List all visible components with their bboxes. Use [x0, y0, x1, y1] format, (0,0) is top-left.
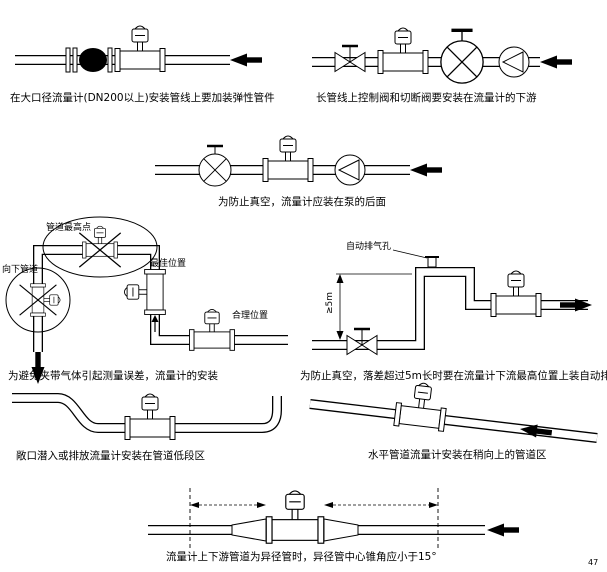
- fig2-caption: 长管线上控制阀和切断阀要安装在流量计的下游: [316, 92, 537, 104]
- fig4-caption: 为避免夹带气体引起测量误差，流量计的安装: [8, 370, 218, 382]
- reducer-right: [323, 518, 359, 542]
- pump-icon: [498, 46, 530, 78]
- flowmeter-icon: [265, 490, 325, 544]
- best-position-label: 最佳位置: [150, 259, 187, 269]
- fig8-art: [148, 488, 519, 548]
- fig1-art: [15, 25, 262, 73]
- flowmeter-icon: [377, 27, 429, 74]
- reasonable-position-label: 合理位置: [232, 311, 269, 321]
- fig7-art: [309, 379, 598, 443]
- up-flow-arrow-icon: [151, 315, 159, 322]
- flowmeter-ok-icon: [189, 308, 235, 351]
- drop-height-label: ≥5m: [325, 292, 335, 314]
- fig4-art: [5, 216, 288, 384]
- flowmeter-icon: [124, 393, 176, 440]
- control-valve-icon: [439, 28, 485, 85]
- flowmeter-icon: [393, 379, 450, 432]
- valve-icon: [197, 144, 233, 188]
- auto-vent-label: 自动排气孔: [346, 242, 392, 252]
- downward-pipe-label: 向下管道: [2, 265, 39, 275]
- reducer-left: [231, 518, 267, 542]
- flowmeter-wrong-down-icon: [30, 283, 61, 317]
- fig5-caption: 为防止真空，落差超过5m长时要在流量计下流最高位置上装自动排气阀: [300, 370, 607, 382]
- flow-arrow-icon: [410, 163, 442, 177]
- flow-arrow-icon: [540, 55, 572, 69]
- flange: [65, 47, 71, 73]
- pump-icon: [334, 154, 366, 186]
- fig3-art: [155, 135, 442, 188]
- fig5-art: ≥5m: [312, 249, 592, 356]
- flange: [72, 47, 78, 73]
- flowmeter-icon: [262, 135, 314, 182]
- callout-ellipse: [42, 216, 158, 278]
- fig6-art: [12, 393, 282, 440]
- fig7-caption: 水平管道流量计安装在稍向上的管道区: [368, 449, 547, 461]
- flowmeter-icon: [114, 25, 166, 72]
- vent-fitting-icon: [427, 256, 437, 268]
- highest-point-label: 管道最高点: [46, 223, 92, 233]
- page-marker: 47: [588, 558, 599, 567]
- flowmeter-icon: [490, 270, 542, 317]
- fig2-art: [312, 27, 572, 85]
- gate-valve-icon: [333, 44, 367, 73]
- callout-circle: [5, 267, 71, 333]
- elastic-joint: [79, 48, 107, 72]
- flow-arrow-icon: [487, 523, 519, 537]
- fig1-caption: 在大口径流量计(DN200以上)安装管线上要加装弹性管件: [10, 92, 275, 104]
- flow-arrow-icon: [230, 53, 262, 67]
- flange: [107, 47, 113, 73]
- fig3-caption: 为防止真空，流量计应装在泵的后面: [218, 196, 386, 208]
- flowmeter-best-icon: [123, 269, 166, 315]
- fig8-caption: 流量计上下游管道为异径管时，异径管中心锥角应小于15°: [166, 551, 437, 563]
- fig6-caption: 敞口潜入或排放流量计安装在管道低段区: [16, 450, 205, 462]
- gate-valve-icon: [345, 327, 379, 356]
